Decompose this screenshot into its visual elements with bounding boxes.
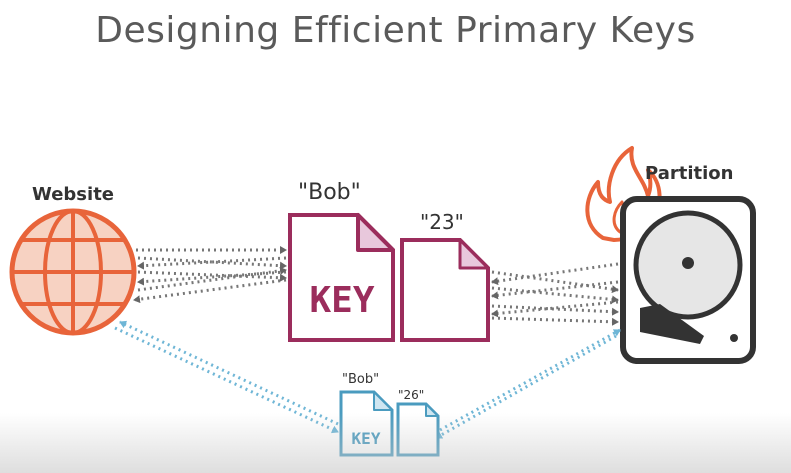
- data-document-icon: [400, 238, 490, 342]
- small-key-label: KEY: [352, 429, 381, 448]
- globe-icon: [9, 208, 137, 336]
- small-data-value-text: "26": [398, 388, 425, 402]
- website-label: Website: [32, 184, 115, 205]
- partition-label: Partition: [645, 163, 734, 184]
- key-label: KEY: [309, 280, 374, 321]
- website-to-key-arrows: [133, 246, 287, 304]
- key-document-icon: [288, 213, 395, 342]
- hard-disk-icon: [620, 196, 756, 364]
- key-value-text: "Bob": [298, 180, 361, 205]
- small-data-document-icon: [396, 402, 440, 457]
- data-value-text: "23": [420, 210, 464, 234]
- record-to-partition-arrows: [491, 262, 619, 326]
- small-key-value-text: "Bob": [342, 372, 380, 387]
- page-title: Designing Efficient Primary Keys: [95, 10, 696, 51]
